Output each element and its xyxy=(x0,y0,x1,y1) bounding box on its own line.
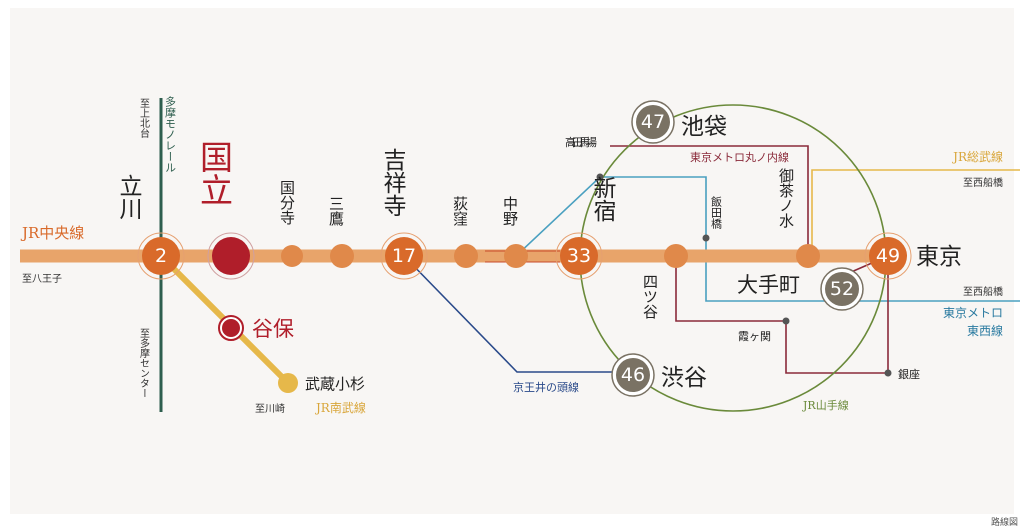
shibuya-station xyxy=(616,358,650,392)
tachikawa-name: 立川 xyxy=(115,174,143,220)
shibuya-name: 渋谷 xyxy=(661,365,707,391)
marunouchi-line-north xyxy=(610,145,809,256)
nakano-name: 中野 xyxy=(501,196,519,226)
iidabashi-dot xyxy=(702,234,710,242)
ginza-name: 銀座 xyxy=(898,367,920,381)
tokyo-station xyxy=(869,237,907,275)
kichijoji-station xyxy=(385,237,423,275)
kasumigaseki-name: 霞ヶ関 xyxy=(738,330,771,343)
monorail-north-destination: 至上北台 xyxy=(138,98,150,139)
sobu-line-label: JR総武線 xyxy=(951,149,1003,164)
tokyo-minutes: 49 xyxy=(876,245,900,267)
yotsuya-station xyxy=(664,244,688,268)
marunouchi-line-label: 東京メトロ丸ノ内線 xyxy=(690,150,789,164)
map-caption: 路線図 xyxy=(990,518,1018,528)
nambu-destination: 至川崎 xyxy=(255,402,285,415)
kokubunji-station xyxy=(281,245,303,267)
tozai-line-label-1: 東京メトロ xyxy=(943,306,1003,320)
kichijoji-ring xyxy=(380,232,428,280)
shinjuku-minutes: 33 xyxy=(567,245,591,267)
otemachi-name: 大手町 xyxy=(737,273,800,297)
tozai-line-label-2: 東西線 xyxy=(967,323,1003,338)
tachikawa-station xyxy=(142,237,180,275)
ikebukuro-name: 池袋 xyxy=(681,114,727,140)
ogikubo-station xyxy=(454,244,478,268)
inokashira-line xyxy=(403,255,633,373)
nambu-line-label: JR南武線 xyxy=(314,400,366,415)
tachikawa-minutes: 2 xyxy=(155,245,167,267)
ochanomizu-station xyxy=(796,244,820,268)
shinjuku-name: 新宿 xyxy=(589,176,617,222)
shibuya-minutes: 46 xyxy=(621,364,645,386)
tama-monorail-label: 多摩モノレール xyxy=(164,95,177,173)
tozai-destination: 至西船橋 xyxy=(963,285,1003,298)
kunitachi-ring xyxy=(207,232,255,280)
takadanobaba-name: 高田馬場 xyxy=(565,135,597,149)
kichijoji-minutes: 17 xyxy=(392,245,416,267)
ikebukuro-station xyxy=(636,105,670,139)
kunitachi-name: 国立 xyxy=(195,140,234,206)
musashikosugi-station xyxy=(278,373,298,393)
shinjuku-station xyxy=(560,237,598,275)
ikebukuro-minutes: 47 xyxy=(641,111,665,133)
chuo-line-label: JR中央線 xyxy=(20,224,84,242)
tokyo-name: 東京 xyxy=(916,244,962,270)
otemachi-minutes: 52 xyxy=(830,278,854,300)
monorail-south-destination: 至多摩センター xyxy=(138,328,150,398)
nakano-station xyxy=(504,244,528,268)
mitaka-station xyxy=(330,244,354,268)
yamanote-line-label: JR山手線 xyxy=(802,398,849,412)
tozai-line xyxy=(515,176,1020,302)
takadanobaba-dot xyxy=(596,173,604,181)
kasumigaseki-dot xyxy=(782,317,790,325)
yaho-station xyxy=(222,319,240,337)
yaho-name: 谷保 xyxy=(252,317,294,341)
chuo-destination: 至八王子 xyxy=(22,273,62,285)
kunitachi-station xyxy=(212,237,250,275)
ochanomizu-name: 御茶ノ水 xyxy=(777,168,795,228)
sobu-destination: 至西船橋 xyxy=(963,176,1003,189)
kichijoji-name: 吉祥寺 xyxy=(379,148,407,217)
ogikubo-name: 荻窪 xyxy=(451,196,469,227)
inokashira-line-label: 京王井の頭線 xyxy=(513,380,579,394)
musashikosugi-name: 武蔵小杉 xyxy=(305,375,365,393)
tokyo-ring xyxy=(864,232,912,280)
yotsuya-name: 四ツ谷 xyxy=(641,274,659,319)
iidabashi-name: 飯田橋 xyxy=(710,195,723,230)
kokubunji-name: 国分寺 xyxy=(278,180,296,225)
shinjuku-ring xyxy=(555,232,603,280)
otemachi-station xyxy=(825,272,859,306)
mitaka-name: 三鷹 xyxy=(327,196,345,226)
sobu-line xyxy=(811,169,1020,256)
ginza-dot xyxy=(884,369,892,377)
tachikawa-ring xyxy=(137,232,185,280)
